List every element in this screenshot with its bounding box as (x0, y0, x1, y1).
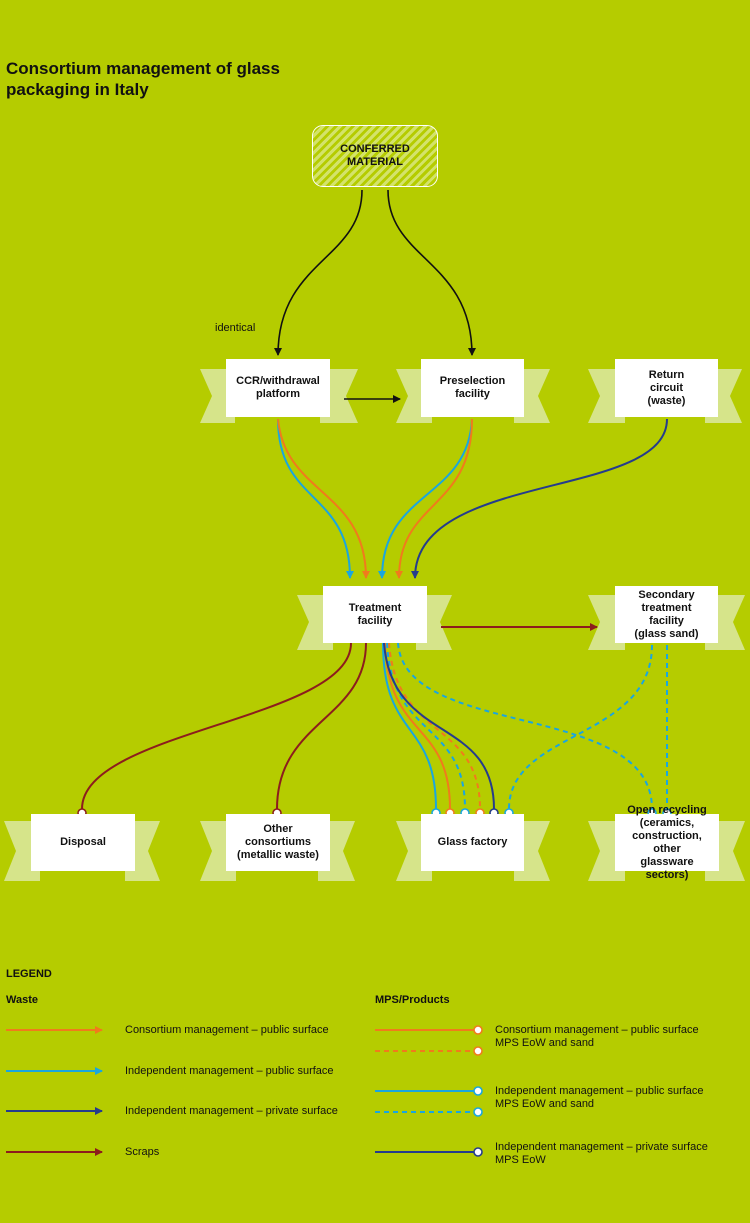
node-preselection-facility: Preselection facility (421, 359, 524, 417)
flow-preselection-orange-to-treatment (395, 418, 473, 579)
node-ccr-platform: CCR/withdrawal platform (226, 359, 330, 417)
node-secondary-treatment: Secondary treatment facility (glass sand… (615, 586, 718, 643)
flow-conferred-to-preselection (387, 189, 476, 356)
node-other-label: Other consortiums (metallic waste) (237, 823, 319, 861)
legend-mps-heading: MPS/Products (375, 994, 450, 1006)
legend-mps-item: Independent management – private surface… (495, 1141, 708, 1167)
legend-mps-item-line2: MPS EoW (495, 1154, 546, 1166)
legend-mps-item: Independent management – public surface … (495, 1085, 704, 1111)
diagram-title: Consortium management of glass packaging… (6, 58, 336, 100)
flow-treatment-orange-to-glass (384, 642, 451, 810)
legend-lines (6, 1025, 483, 1157)
legend-mps-item-line1: Independent management – public surface (495, 1085, 704, 1097)
flow-treatment-blue-dash-to-glass (386, 642, 466, 810)
node-ccr-label: CCR/withdrawal platform (236, 375, 320, 400)
flow-treatment-to-other (276, 642, 367, 810)
legend-waste-heading: Waste (6, 994, 38, 1006)
node-disposal-label: Disposal (60, 836, 106, 848)
legend-mps-item-line1: Independent management – private surface (495, 1141, 708, 1153)
legend-waste-item: Scraps (125, 1146, 160, 1158)
flow-treatment-navy-to-glass (383, 642, 495, 810)
legend-mps-item: Consortium management – public surface M… (495, 1024, 699, 1050)
legend-title: LEGEND (6, 968, 52, 980)
flow-preselection-blue-to-treatment (378, 418, 473, 579)
node-conferred-material: CONFERRED MATERIAL (312, 125, 438, 187)
node-glass-factory: Glass factory (421, 814, 524, 871)
legend-mps-independent-public-dot (473, 1086, 483, 1096)
flow-return-navy-to-treatment (411, 418, 668, 579)
legend-mps-independent-private-dot (473, 1147, 483, 1157)
flow-secondary-to-glass (508, 644, 653, 810)
title-line-1: Consortium management of glass (6, 59, 280, 78)
node-preselection-label: Preselection facility (439, 375, 506, 400)
legend-mps-item-line2: MPS EoW and sand (495, 1037, 595, 1049)
node-disposal: Disposal (31, 814, 135, 871)
legend-mps-independent-public-sand-dot (473, 1107, 483, 1117)
flow-treatment-blue-to-glass (382, 642, 437, 810)
node-open-label: Open recycling (ceramics, construction, … (627, 803, 707, 881)
node-conferred-label: CONFERRED MATERIAL (340, 143, 410, 168)
node-treatment-facility: Treatment facility (323, 586, 427, 643)
node-glass-label: Glass factory (437, 836, 508, 848)
node-treatment-label: Treatment facility (348, 601, 402, 627)
legend-waste-item: Independent management – private surface (125, 1105, 338, 1117)
label-identical: identical (215, 322, 256, 334)
legend-mps-item-line1: Consortium management – public surface (495, 1024, 699, 1036)
legend-mps-consortium-dot (473, 1025, 483, 1035)
flow-ccr-orange-to-treatment (277, 418, 370, 579)
legend-waste-item: Consortium management – public surface (125, 1024, 329, 1036)
node-return-label: Return circuit (waste) (647, 368, 686, 407)
legend-waste-item: Independent management – public surface (125, 1065, 334, 1077)
legend-mps-consortium-sand-dot (473, 1046, 483, 1056)
flow-treatment-to-disposal (81, 642, 352, 810)
legend-mps-item-line2: MPS EoW and sand (495, 1098, 595, 1110)
node-other-consortiums: Other consortiums (metallic waste) (226, 814, 330, 871)
flow-treatment-orange-dash-to-glass (388, 642, 481, 810)
flow-ccr-blue-to-treatment (277, 418, 354, 579)
flow-treatment-to-open (397, 642, 653, 810)
node-return-circuit: Return circuit (waste) (615, 359, 718, 417)
flow-conferred-to-ccr (274, 189, 363, 356)
title-line-2: packaging in Italy (6, 80, 149, 99)
node-secondary-label: Secondary treatment facility (glass sand… (634, 588, 699, 640)
node-open-recycling: Open recycling (ceramics, construction, … (615, 804, 719, 881)
